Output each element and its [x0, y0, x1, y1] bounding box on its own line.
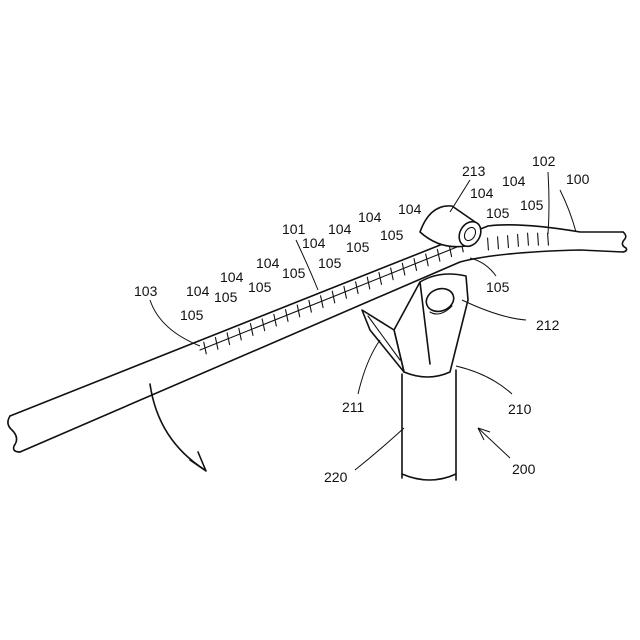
- tick-mark: [518, 234, 519, 246]
- label-102: 102: [532, 153, 556, 169]
- label-105: 105: [346, 239, 370, 255]
- label-104: 104: [256, 255, 280, 271]
- label-105: 105: [520, 197, 544, 213]
- label-210: 210: [508, 401, 532, 417]
- guide-body: [394, 274, 468, 377]
- label-104: 104: [186, 283, 210, 299]
- label-104: 104: [398, 201, 422, 217]
- label-104: 104: [328, 221, 352, 237]
- label-104: 104: [358, 209, 382, 225]
- label-103: 103: [134, 283, 158, 299]
- label-104: 104: [502, 173, 526, 189]
- tick-mark: [488, 238, 489, 250]
- label-212: 212: [536, 317, 560, 333]
- label-213: 213: [462, 163, 486, 179]
- label-220: 220: [324, 469, 348, 485]
- member-top-edge: [10, 225, 623, 416]
- rod-bottom-curve: [402, 474, 456, 480]
- label-105: 105: [180, 307, 204, 323]
- label-104: 104: [470, 185, 494, 201]
- tick-mark: [498, 237, 499, 249]
- holder-device: [362, 206, 485, 480]
- tick-mark: [548, 233, 549, 245]
- member-right-break: [622, 232, 626, 252]
- label-104: 104: [220, 269, 244, 285]
- label-105: 105: [486, 279, 510, 295]
- label-100: 100: [566, 171, 590, 187]
- label-200: 200: [512, 461, 536, 477]
- bend-arrow: [150, 384, 206, 471]
- label-104: 104: [302, 235, 326, 251]
- member-bottom-edge: [20, 250, 623, 452]
- tick-mark: [528, 233, 529, 245]
- reference-labels: 100 102 104 104 105 105 213 104 104 105 …: [134, 153, 590, 485]
- bend-arrow-curve: [150, 384, 205, 470]
- label-105: 105: [380, 227, 404, 243]
- label-105: 105: [486, 205, 510, 221]
- label-211: 211: [342, 399, 365, 415]
- label-105: 105: [282, 265, 306, 281]
- label-105: 105: [248, 279, 272, 295]
- member-left-break: [8, 416, 20, 452]
- tick-mark: [538, 233, 539, 245]
- label-105: 105: [318, 255, 342, 271]
- tick-mark: [508, 236, 509, 248]
- label-105: 105: [214, 289, 238, 305]
